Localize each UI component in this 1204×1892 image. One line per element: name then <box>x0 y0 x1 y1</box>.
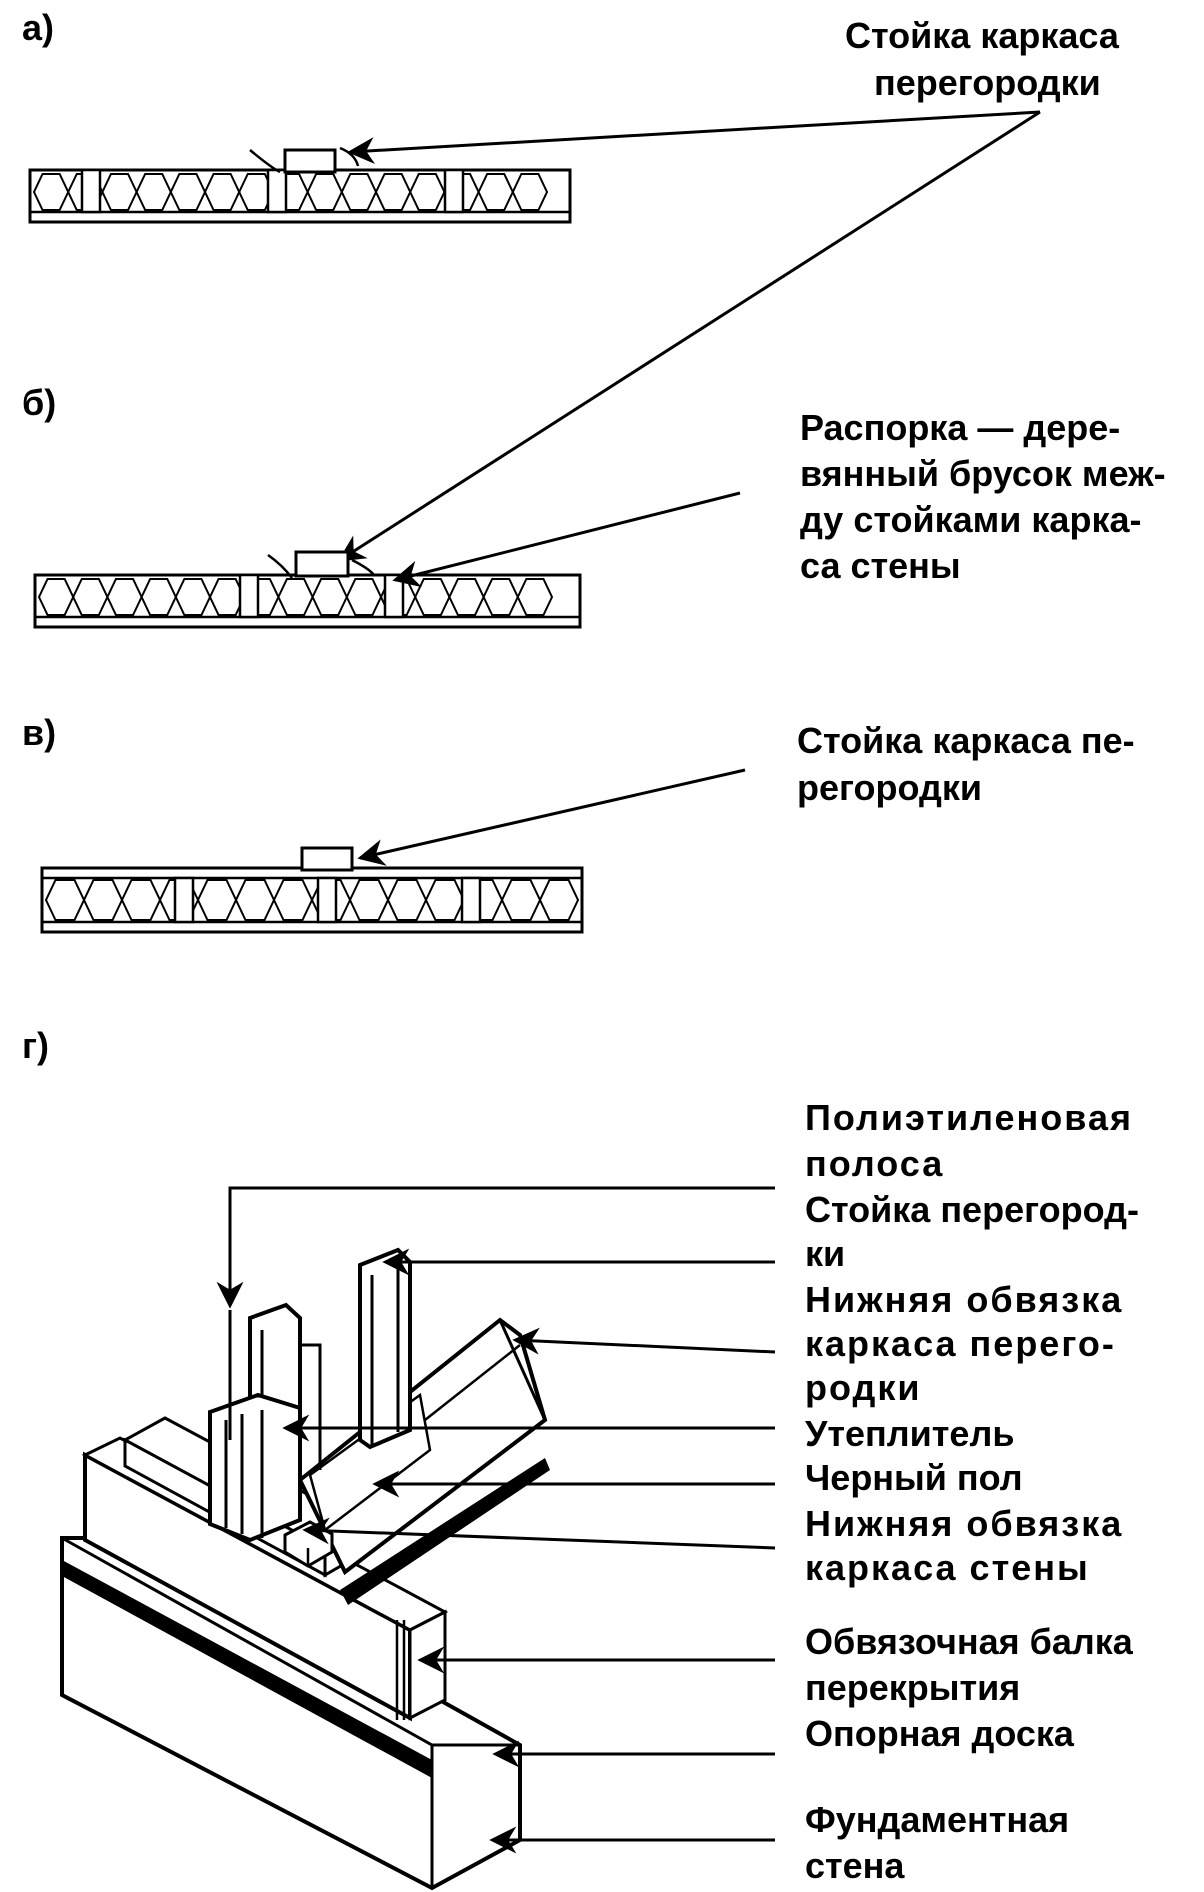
label-rim-joist-2: перекрытия <box>805 1667 1020 1708</box>
wall-section-a <box>28 168 572 224</box>
insulation-cell <box>120 879 162 921</box>
partition-stud-a <box>283 148 337 174</box>
label-partition-bottom-plate-2: каркаса перего- <box>805 1323 1116 1364</box>
insulation-cell <box>101 173 138 211</box>
label-poly-strip-2: полоса <box>805 1143 944 1184</box>
panel-a-label-line-2: перегородки <box>874 62 1101 103</box>
isometric-drawing <box>60 1247 550 1891</box>
panel-v: в) Стойка каркаса пе- регородки <box>22 712 1135 934</box>
label-partition-bottom-plate-1: Нижняя обвязка <box>805 1279 1123 1320</box>
panel-b-letter: б) <box>22 382 56 423</box>
insulation-cell <box>409 173 446 211</box>
insulation-cell <box>424 879 466 921</box>
panel-b-label-line-3: ду стойками карка- <box>800 499 1141 540</box>
leader-partition-bottom-plate <box>512 1327 776 1355</box>
insulation-cell <box>311 578 348 616</box>
wall-section-v <box>40 866 584 934</box>
insulation-cell <box>386 879 428 921</box>
insulation-cell <box>538 879 580 921</box>
insulation-cell <box>516 578 554 616</box>
label-insulation: Утеплитель <box>805 1413 1014 1454</box>
panel-b-label-line-2: вянный брусок меж- <box>800 453 1166 494</box>
label-wall-bottom-plate-1: Нижняя обвязка <box>805 1503 1123 1544</box>
leader-wall-bottom-plate <box>302 1517 776 1550</box>
spacer-block-b <box>294 550 350 578</box>
sill-plate <box>60 1538 432 1778</box>
leader-line-a <box>347 110 1041 165</box>
insulation-cell <box>414 578 451 616</box>
leader-line-b <box>392 491 741 588</box>
panel-b-label-line-1: Распорка — дере- <box>800 407 1120 448</box>
insulation-cell <box>306 173 343 211</box>
label-poly-strip-1: Полиэтиленовая <box>805 1097 1133 1138</box>
label-rim-joist-1: Обвязочная балка <box>805 1621 1134 1662</box>
insulation-cell <box>82 879 124 921</box>
panel-a-label-line-1: Стойка каркаса <box>845 15 1120 56</box>
panel-v-letter: в) <box>22 712 56 753</box>
label-foundation-wall-2: стена <box>805 1845 905 1886</box>
insulation-cell <box>500 879 542 921</box>
leader-poly-strip <box>216 1186 775 1309</box>
insulation-cell <box>374 173 412 211</box>
insulation-cell <box>32 173 70 211</box>
insulation-cell <box>345 578 383 616</box>
insulation-cell <box>169 173 207 211</box>
insulation-cell <box>348 879 390 921</box>
insulation-cell <box>106 578 143 616</box>
label-partition-bottom-plate-3: родки <box>805 1367 922 1408</box>
insulation-cell <box>135 173 172 211</box>
insulation-cell <box>238 173 275 211</box>
partition-stud-tall <box>358 1247 412 1450</box>
leader-line-v <box>357 768 746 866</box>
panel-g-labels: Полиэтиленовая полоса Стойка перегород- … <box>805 1097 1139 1886</box>
rim-joist-end-hatch <box>395 1620 406 1720</box>
label-partition-stud-1: Стойка перегород- <box>805 1189 1139 1230</box>
partition-stud-v <box>300 846 354 872</box>
label-sill-plate: Опорная доска <box>805 1713 1075 1754</box>
insulation-cell <box>37 578 75 616</box>
insulation-cell <box>140 578 177 616</box>
insulation-cell <box>196 879 238 921</box>
insulation-cell <box>272 879 314 921</box>
insulation-pattern-b <box>37 578 554 616</box>
label-subfloor: Черный пол <box>805 1457 1023 1498</box>
insulation-cell <box>340 173 378 211</box>
insulation-cell <box>174 578 212 616</box>
insulation-cell <box>208 578 246 616</box>
leader-line-a-to-b <box>337 110 1041 562</box>
panel-a-letter: а) <box>22 7 54 48</box>
insulation-cell <box>277 578 314 616</box>
insulation-pattern-a <box>32 173 549 211</box>
panel-g: г) Полиэтиленовая полоса Стойка перегоро… <box>22 1025 1139 1891</box>
insulation-cell <box>44 879 86 921</box>
label-foundation-wall-1: Фундаментная <box>805 1799 1069 1840</box>
panel-v-label-line-1: Стойка каркаса пе- <box>797 720 1135 761</box>
insulation-cell <box>477 173 514 211</box>
label-partition-stud-2: ки <box>805 1233 845 1274</box>
subfloor <box>340 1458 550 1605</box>
insulation-cell <box>482 578 519 616</box>
insulation-cell <box>310 879 352 921</box>
panel-b: б) Распорка — дере- вянный брусок меж- д… <box>22 382 1166 629</box>
panel-g-leaders <box>216 1186 776 1854</box>
panel-b-label-line-4: са стены <box>800 545 961 586</box>
insulation-cell <box>72 578 109 616</box>
insulation-cell <box>203 173 241 211</box>
label-wall-bottom-plate-2: каркаса стены <box>805 1547 1090 1588</box>
insulation-cell <box>448 578 485 616</box>
insulation-cell <box>234 879 276 921</box>
wall-studs <box>208 1302 302 1543</box>
panel-g-letter: г) <box>22 1025 49 1066</box>
insulation-cell <box>511 173 549 211</box>
panel-a: а) Стойка каркаса перегородки <box>22 7 1120 562</box>
panel-v-label-line-2: регородки <box>797 767 982 808</box>
wall-section-b <box>33 573 582 629</box>
